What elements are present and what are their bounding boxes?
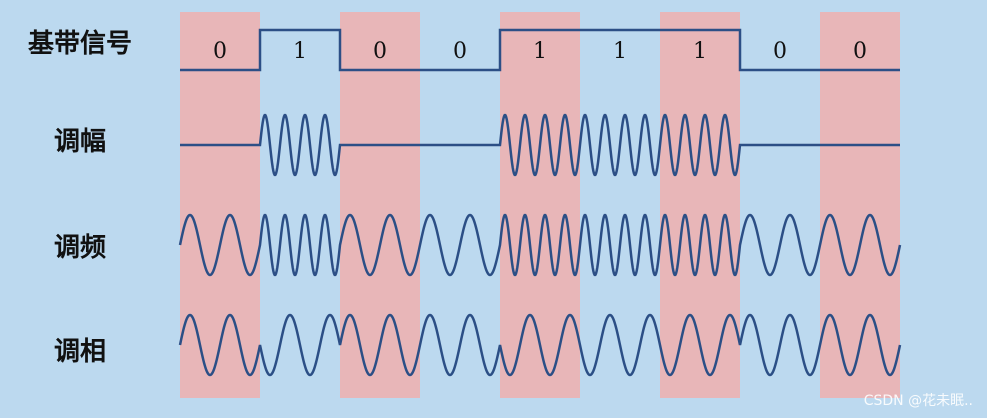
bit-band-2 bbox=[340, 12, 420, 398]
bit-band-8 bbox=[820, 12, 900, 398]
label-fm: 调频 bbox=[53, 233, 106, 263]
bit-label-5: 1 bbox=[613, 39, 627, 64]
fm-wave bbox=[178, 213, 902, 277]
bit-band-4 bbox=[500, 12, 580, 398]
bit-label-2: 0 bbox=[373, 39, 387, 64]
bit-band-6 bbox=[660, 12, 740, 398]
bit-band-0 bbox=[180, 12, 260, 398]
watermark: CSDN @花未眠.. bbox=[863, 393, 973, 409]
bit-label-1: 1 bbox=[293, 39, 307, 64]
label-pm: 调相 bbox=[53, 337, 106, 367]
am-wave bbox=[180, 113, 900, 177]
label-am: 调幅 bbox=[53, 127, 106, 157]
bit-label-7: 0 bbox=[773, 39, 787, 64]
pm-wave bbox=[178, 313, 902, 377]
bit-label-0: 0 bbox=[213, 39, 227, 64]
bit-label-4: 1 bbox=[533, 39, 547, 64]
baseband-signal bbox=[180, 28, 900, 72]
bit-label-8: 0 bbox=[853, 39, 867, 64]
bit-label-3: 0 bbox=[453, 39, 467, 64]
label-baseband: 基带信号 bbox=[27, 29, 132, 59]
bit-label-6: 1 bbox=[693, 39, 707, 64]
